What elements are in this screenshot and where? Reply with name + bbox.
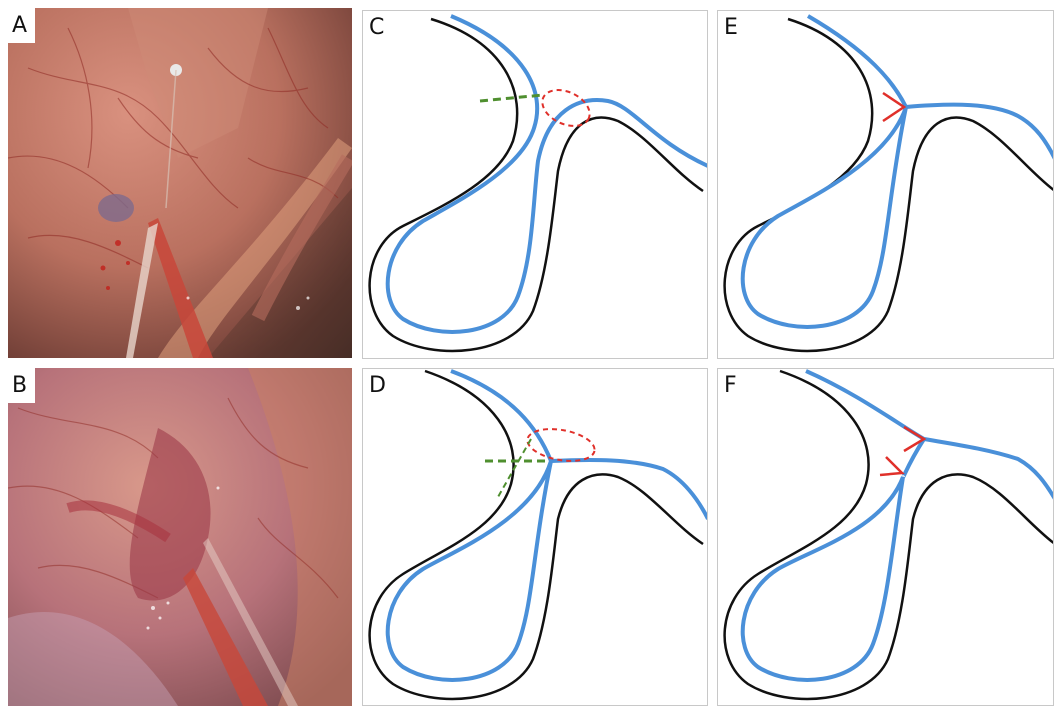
inner-layer-line-upper <box>806 371 1054 499</box>
outer-wall-line <box>725 19 1054 351</box>
panel-label-d: D <box>369 375 386 397</box>
diagram-e <box>718 11 1054 359</box>
dashed-guide-line <box>480 95 543 101</box>
laparoscopic-photo-a <box>8 8 352 358</box>
diagram-c <box>363 11 708 359</box>
panel-label-e: E <box>724 17 738 39</box>
laparoscopic-photo-b <box>8 368 352 706</box>
panel-label-c: C <box>369 17 384 39</box>
outer-wall-line <box>725 371 1054 699</box>
red-arrow-lower <box>880 457 902 475</box>
inner-layer-line <box>743 439 924 680</box>
inner-layer-line <box>743 16 906 327</box>
panel-b-photo: B <box>8 368 352 706</box>
diagram-d <box>363 369 708 706</box>
inner-layer-line <box>388 371 551 680</box>
diagram-f <box>718 369 1054 706</box>
outer-wall-line <box>370 371 703 699</box>
panel-label-a: A <box>8 8 35 43</box>
panel-label-f: F <box>724 375 737 397</box>
inner-layer-line-right <box>551 460 708 519</box>
inner-layer-line <box>388 16 708 332</box>
panel-e-drawing: E <box>717 10 1054 359</box>
defect-ellipse <box>525 424 597 465</box>
panel-a-photo: A <box>8 8 352 358</box>
panel-label-b: B <box>8 368 35 403</box>
panel-c-drawing: C <box>362 10 708 359</box>
dashed-guide-line-diagonal <box>498 439 531 497</box>
panel-f-drawing: F <box>717 368 1054 706</box>
panel-d-drawing: D <box>362 368 708 706</box>
